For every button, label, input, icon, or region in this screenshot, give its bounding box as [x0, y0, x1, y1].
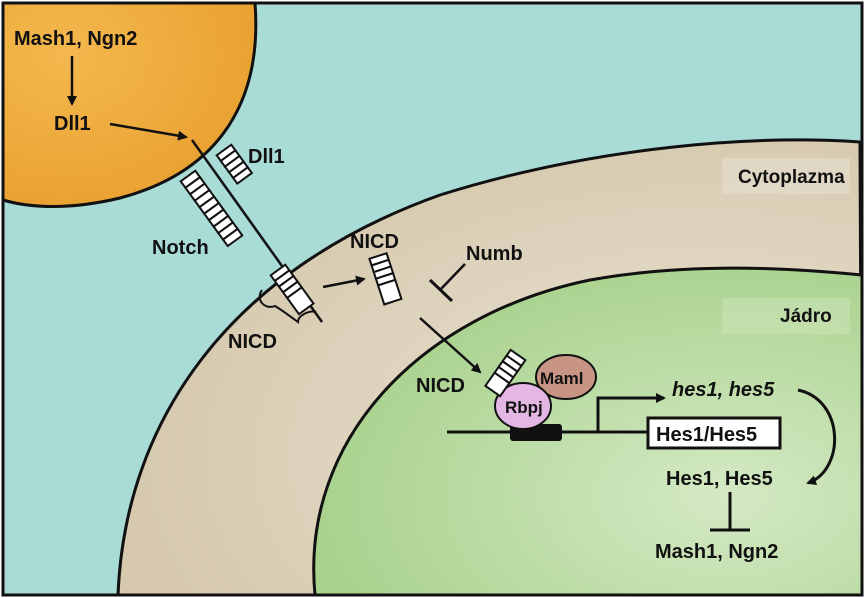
label-notch: Notch [152, 237, 209, 259]
numb-inhibition-bar [428, 278, 454, 303]
notch-extracellular-domain [179, 169, 244, 248]
label-nicd-cytoplasm: NICD [350, 231, 399, 253]
cytoplasm-label-bg [722, 158, 850, 194]
nicd-membrane [269, 263, 315, 316]
label-rbpj: Rbpj [505, 398, 543, 417]
label-nucleus: Jádro [780, 306, 832, 327]
label-numb: Numb [466, 243, 523, 265]
label-hes-proteins: Hes1, Hes5 [666, 468, 773, 490]
gene-box [646, 416, 782, 450]
arrow-nicd-release [322, 275, 366, 289]
arrow-dll1-to-notch [109, 122, 188, 141]
maml-protein [535, 354, 597, 400]
label-nicd-cleaved: NICD [228, 331, 277, 353]
nicd-brace [258, 289, 317, 324]
label-cytoplasm: Cytoplazma [738, 167, 845, 188]
label-signal-genes: Mash1, Ngn2 [14, 28, 137, 50]
arrow-translation [797, 388, 837, 486]
label-nicd-nucleus: NICD [416, 375, 465, 397]
label-target-genes: hes1, hes5 [672, 379, 775, 401]
rbpj-protein [494, 382, 552, 430]
nicd-cytoplasm [368, 251, 403, 306]
nucleus-label-bg [722, 298, 850, 334]
label-dll1-left: Dll1 [54, 113, 91, 135]
transcription-start-arrow [596, 393, 666, 432]
numb-inhibition-line [439, 263, 466, 291]
arrow-nicd-to-nucleus [419, 317, 482, 374]
signal-sending-cell [1, 1, 258, 208]
dll1-ligand [215, 143, 254, 186]
label-maml: Maml [540, 369, 583, 388]
nicd-nucleus [483, 348, 527, 398]
label-repressed-genes: Mash1, Ngn2 [655, 541, 778, 563]
label-dll1-right: Dll1 [248, 146, 285, 168]
label-gene-box: Hes1/Hes5 [656, 424, 757, 446]
